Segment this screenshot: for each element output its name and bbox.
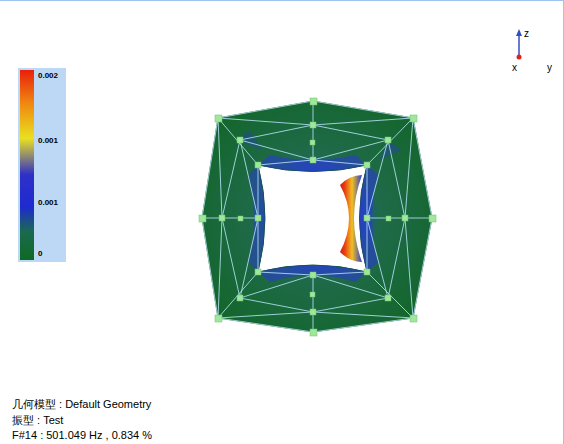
info-text: F#14 : 501.049 Hz , 0.834 % [12, 429, 152, 441]
colorbar-value: 0.001 [38, 198, 58, 207]
colorbar-value: 0.001 [38, 136, 58, 145]
colorbar-value: 0.002 [38, 71, 58, 80]
colorbar-value: 0 [38, 249, 42, 258]
axis-label: y [547, 62, 552, 73]
axis-label: x [512, 62, 517, 73]
axis-label: z [524, 28, 529, 39]
info-text: 几何模型 : Default Geometry [12, 397, 151, 412]
info-text: 振型 : Test [12, 413, 63, 428]
